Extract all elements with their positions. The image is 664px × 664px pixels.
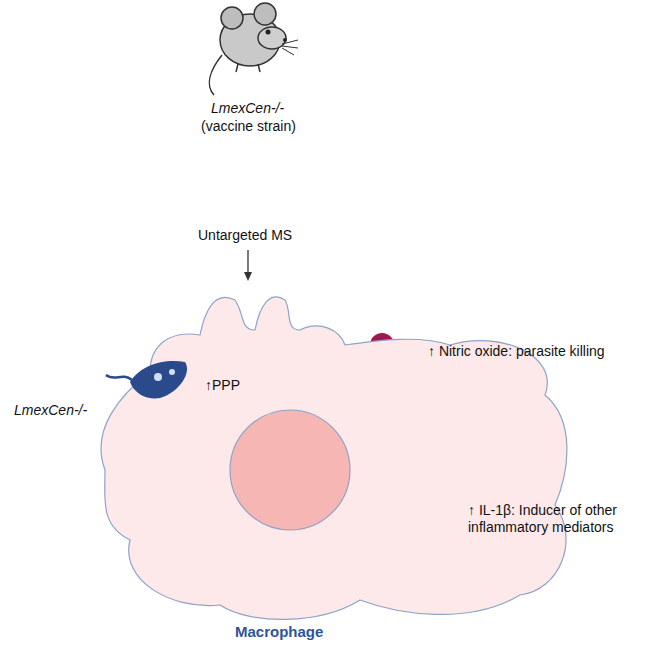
cell-name: Macrophage <box>235 623 323 640</box>
flow-arrow <box>244 250 252 281</box>
mouse-icon <box>209 3 298 95</box>
method-label: Untargeted MS <box>198 227 292 244</box>
parasite-label: LmexCen-/- <box>14 402 87 419</box>
nitric-oxide-label: ↑ Nitric oxide: parasite killing <box>428 343 605 360</box>
macrophage-cell: ↑PPP Macrophage <box>85 285 580 647</box>
strain-note: (vaccine strain) <box>201 118 296 135</box>
pathway-label: ↑PPP <box>205 377 240 393</box>
cell-outline <box>85 285 580 647</box>
il1b-label: ↑ IL-1β: Inducer of other inflammatory m… <box>468 502 658 536</box>
strain-name: LmexCen-/- <box>211 100 284 117</box>
